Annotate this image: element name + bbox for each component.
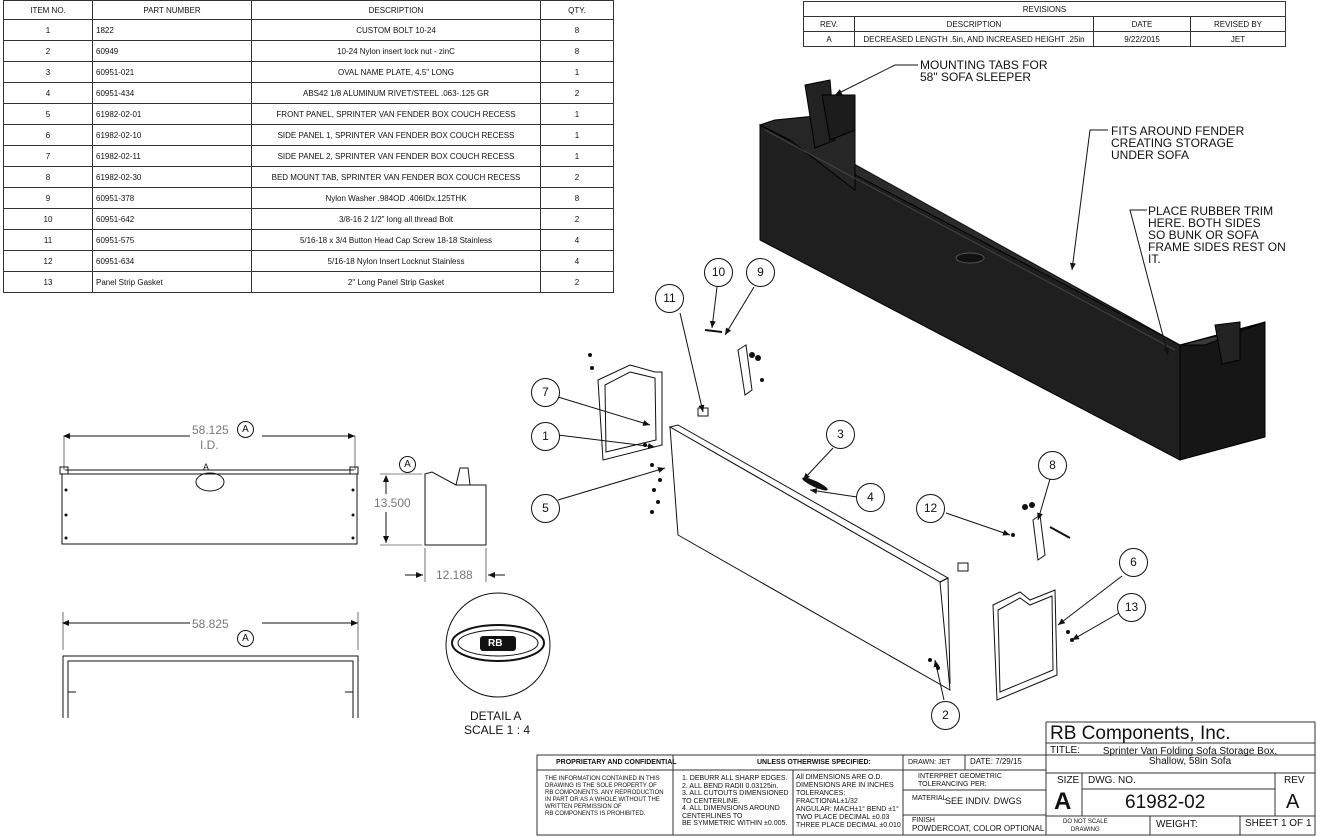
- weight-label: WEIGHT:: [1156, 819, 1198, 830]
- rev-cell: 9/22/2015: [1093, 31, 1191, 47]
- title-block-frame: [536, 721, 1316, 836]
- note-rubber-trim: PLACE RUBBER TRIM HERE. BOTH SIDES SO BU…: [1148, 204, 1286, 266]
- balloon-7: 7: [531, 378, 560, 407]
- note-fits-around-fender: FITS AROUND FENDER CREATING STORAGE UNDE…: [1111, 124, 1245, 162]
- dim-depth: 12.188: [436, 568, 473, 582]
- balloon-8: 8: [1038, 451, 1067, 480]
- bom-part-number: Panel Strip Gasket: [92, 271, 252, 293]
- dwg-no-value: 61982-02: [1125, 792, 1206, 813]
- tolerances-list: All DIMENSIONS ARE O.D. DIMENSIONS ARE I…: [796, 774, 901, 829]
- dwg-no-label: DWG. NO.: [1088, 775, 1136, 786]
- balloon-4: 4: [856, 483, 885, 512]
- balloon-leaders: [557, 286, 1123, 701]
- balloon-2: 2: [931, 701, 960, 730]
- sheet-label: SHEET 1 OF 1: [1245, 818, 1312, 829]
- geometric-tolerancing: INTERPRET GEOMETRIC TOLERANCING PER:: [918, 773, 1002, 788]
- balloon-3: 3: [826, 420, 855, 449]
- detail-a-scale: SCALE 1 : 4: [464, 723, 531, 737]
- exploded-bed-mount-tab-9: [737, 344, 753, 396]
- rev-flag-a: A: [399, 456, 416, 473]
- finish-value: POWDERCOAT, COLOR OPTIONAL: [912, 824, 1045, 833]
- balloon-10: 10: [704, 258, 733, 287]
- unless-specified: UNLESS OTHERWISE SPECIFIED:: [757, 759, 871, 766]
- material-label: MATERIAL: [912, 795, 947, 802]
- name-plate-part: [802, 477, 828, 491]
- balloon-11: 11: [655, 284, 684, 313]
- no-scale-note: DO NOT SCALE DRAWING: [1063, 819, 1108, 833]
- dim-id-label: I.D.: [200, 438, 219, 452]
- gasket-part: [957, 562, 969, 572]
- exploded-side-panel-6: [992, 589, 1058, 701]
- bom-qty: 1: [540, 103, 614, 125]
- company-name: RB Components, Inc.: [1050, 723, 1231, 744]
- exploded-front-panel-5: [668, 424, 951, 691]
- rev-flag-a: A: [237, 421, 254, 438]
- balloon-5: 5: [531, 494, 560, 523]
- rev-flag-a: A: [237, 630, 254, 647]
- drawn-date: DATE: 7/29/15: [970, 757, 1022, 766]
- balloon-12: 12: [916, 494, 945, 523]
- dim-overall-width: 58.825: [192, 617, 229, 631]
- side-view: [380, 467, 505, 582]
- rev-cell: JET: [1190, 31, 1286, 47]
- balloon-1: 1: [531, 422, 560, 451]
- title-label: TITLE:: [1050, 745, 1081, 756]
- rb-logo: RB: [488, 638, 503, 649]
- top-view: [62, 612, 359, 718]
- rev-value: A: [1286, 791, 1300, 813]
- material-value: SEE INDIV. DWGS: [945, 796, 1022, 806]
- drawing-title: Sprinter Van Folding Sofa Storage Box, S…: [1102, 746, 1278, 767]
- balloon-9: 9: [746, 258, 775, 287]
- drawn-by: DRAWN: JET: [908, 759, 951, 766]
- note-mounting-tabs: MOUNTING TABS FOR 58" SOFA SLEEPER: [920, 58, 1048, 84]
- proprietary-title: PROPRIETARY AND CONFIDENTIAL: [556, 759, 677, 766]
- all-thread-bolt-part: [1049, 526, 1071, 539]
- proprietary-text: THE INFORMATION CONTAINED IN THIS DRAWIN…: [545, 776, 664, 817]
- detail-a-title: DETAIL A: [470, 709, 522, 723]
- note-leaders: [834, 64, 1170, 356]
- detail-a-view: [445, 592, 551, 698]
- dim-id-width: 58.125: [192, 423, 229, 437]
- front-view: [59, 433, 359, 545]
- dim-height: 13.500: [374, 496, 411, 510]
- balloon-6: 6: [1119, 548, 1148, 577]
- assembled-box: [758, 79, 1266, 461]
- finish-label: FINISH: [912, 817, 935, 824]
- exploded-bed-mount-tab-8: [1032, 514, 1046, 561]
- fastener-dots: [588, 352, 1074, 670]
- all-thread-bolt-part: [704, 329, 723, 333]
- balloon-13: 13: [1117, 593, 1146, 622]
- size-label: SIZE: [1057, 775, 1080, 786]
- size-value: A: [1054, 788, 1072, 815]
- rev-label: REV: [1284, 775, 1305, 786]
- drawing-notes-list: 1. DEBURR ALL SHARP EDGES. 2. ALL BEND R…: [682, 775, 789, 827]
- front-view-holes: [64, 488, 355, 540]
- revisions-table: REVISIONS REV. DESCRIPTION DATE REVISED …: [803, 1, 1286, 47]
- rev-flag-a: A: [202, 462, 209, 472]
- rev-cell: A: [803, 31, 855, 47]
- revision-row: A DECREASED LENGTH .5in, AND INCREASED H…: [803, 31, 1286, 47]
- bom-qty: 2: [540, 271, 614, 293]
